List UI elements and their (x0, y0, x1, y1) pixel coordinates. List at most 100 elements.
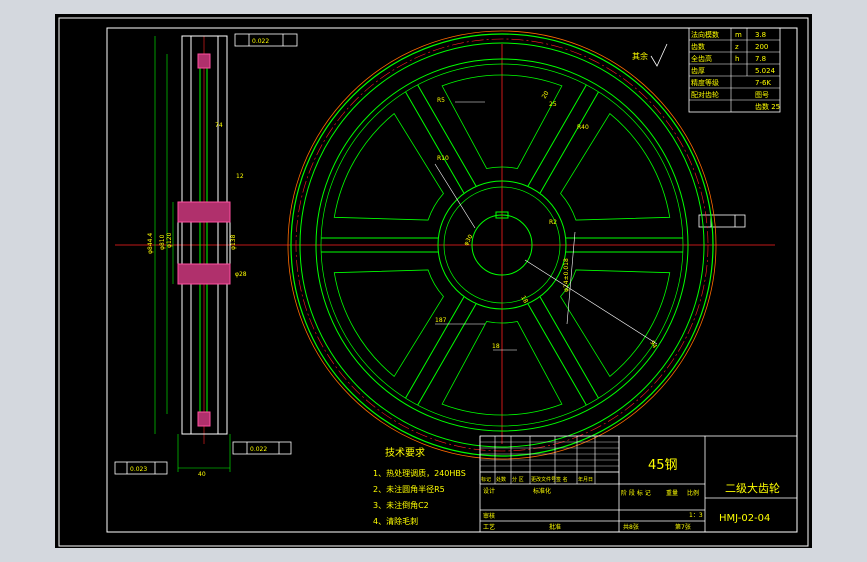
param-symbol: z (735, 43, 739, 51)
param-label: 全齿高 (691, 54, 712, 63)
dim-front-6: 187 (435, 317, 447, 324)
dim-front-5: φ24±0.018 (563, 258, 570, 292)
param-label: 配对齿轮 (691, 90, 719, 99)
web-cutout (333, 112, 444, 221)
drawing-number: HMJ-02-04 (719, 513, 770, 524)
gdt-frame-top (234, 33, 298, 47)
gdt-value-left: 0.023 (130, 466, 147, 473)
tb-header-cell: 标记 (481, 476, 491, 483)
tb-approve: 批准 (549, 523, 561, 531)
tb-header-cell: 签 名 (556, 476, 568, 483)
dim-side-4: φ28 (235, 271, 247, 278)
dim-front-0: R5 (437, 97, 445, 104)
hub-section-bottom (177, 263, 231, 285)
param-label: 精度等级 (691, 78, 719, 87)
gear-drawing: φ844.4 φ810 φ120 φ138 φ28 12 74 40 0.022… (58, 17, 809, 547)
web-cutout (560, 269, 671, 378)
param-value: 7.8 (755, 55, 766, 63)
gdt-frame-bottom (232, 441, 292, 455)
spoke-edge (417, 84, 477, 187)
tb-stage-2: 比例 (687, 489, 699, 497)
tb-header-cell: 更改文件号 (531, 476, 556, 483)
web-cutout (441, 321, 563, 416)
tb-process: 工艺 (483, 523, 495, 531)
spokes (321, 84, 683, 406)
tb-header-cell: 年月日 (578, 476, 593, 483)
root-circle (299, 42, 705, 448)
rim-inner-circle-2 (320, 63, 684, 427)
param-value: 图号 (755, 91, 769, 99)
dim-side-3: φ138 (230, 234, 237, 250)
front-view (287, 30, 717, 460)
web-cutout (441, 74, 563, 169)
tb-design: 设计 (483, 487, 495, 495)
tip-circle (290, 33, 714, 457)
gdt-frame-right (698, 214, 746, 228)
gdt-value-top: 0.022 (252, 38, 269, 45)
cad-viewport[interactable]: φ844.4 φ810 φ120 φ138 φ28 12 74 40 0.022… (55, 14, 812, 548)
part-name: 二级大齿轮 (725, 481, 780, 495)
tech-req-title: 技术要求 (385, 446, 425, 459)
gdt-value-bottom: 0.022 (250, 446, 267, 453)
tech-req-4: 4、清除毛刺 (373, 516, 418, 526)
gdt-frame-left (114, 461, 168, 475)
roughness-label: 其余 (632, 51, 648, 61)
dim-front-10: R2 (549, 219, 557, 226)
title-block (479, 435, 798, 533)
param-label: 齿数 (691, 42, 705, 51)
pitch-circle (295, 38, 709, 452)
dim-front-1: R40 (577, 124, 589, 131)
material: 45钢 (648, 458, 678, 473)
dim-side-7: 40 (198, 471, 206, 478)
tb-stage-0: 阶 段 标 记 (621, 489, 651, 497)
tb-standard: 标准化 (533, 487, 551, 495)
keyway (495, 211, 509, 219)
spoke-edge (417, 303, 477, 406)
tech-req-3: 3、未注倒角C2 (373, 500, 429, 510)
tb-review: 审核 (483, 512, 495, 520)
hub-circle (437, 180, 567, 310)
param-value: 齿数 25 (755, 102, 780, 111)
spoke-edge (539, 91, 599, 194)
dim-side-6: 74 (215, 122, 223, 129)
tb-sheet-no: 第7张 (675, 523, 691, 531)
tb-scale: 1：3 (689, 512, 703, 519)
spoke-edge (405, 91, 465, 194)
param-symbol: m (735, 31, 742, 39)
param-symbol: h (735, 55, 739, 63)
dim-front-11: 25 (549, 101, 557, 108)
spoke-edge (539, 296, 599, 399)
param-value: 3.8 (755, 31, 766, 39)
technical-requirements: 技术要求 1、热处理调质，240HBS 2、未注圆角半径R5 3、未注倒角C2 … (373, 446, 466, 526)
side-view (154, 35, 231, 472)
dim-side-5: 12 (236, 173, 244, 180)
hub-section-top (177, 201, 231, 223)
tb-header-cell: 处数 (496, 476, 506, 483)
dim-front-7: 18 (492, 343, 500, 350)
dim-front-8: 18 (519, 295, 529, 305)
tech-req-2: 2、未注圆角半径R5 (373, 484, 445, 494)
tb-header-cell: 分 区 (512, 476, 524, 483)
dim-front-4: φ30 (463, 233, 475, 247)
spoke-edge (527, 84, 587, 187)
dim-side-0: φ844.4 (147, 233, 154, 254)
dim-front-9: 94 (648, 340, 658, 350)
outer-border (58, 17, 809, 547)
dim-side-2: φ120 (166, 232, 173, 248)
param-value: 5.024 (755, 67, 776, 75)
hub-circle-inner (443, 186, 561, 304)
param-value: 7-6K (755, 79, 771, 87)
web-cutout (560, 112, 671, 221)
tb-sheets: 共8张 (623, 523, 639, 531)
web-cutouts (333, 74, 671, 416)
dim-side-1: φ810 (159, 234, 166, 250)
spoke-edge (527, 303, 587, 406)
tech-req-1: 1、热处理调质，240HBS (373, 468, 466, 478)
inner-frame (106, 27, 798, 533)
rim-outline (181, 35, 228, 435)
tb-stage-1: 重量 (666, 489, 678, 497)
tip-circle-outer (287, 30, 717, 460)
roughness-symbol (650, 43, 668, 67)
web-cutout (333, 269, 444, 378)
